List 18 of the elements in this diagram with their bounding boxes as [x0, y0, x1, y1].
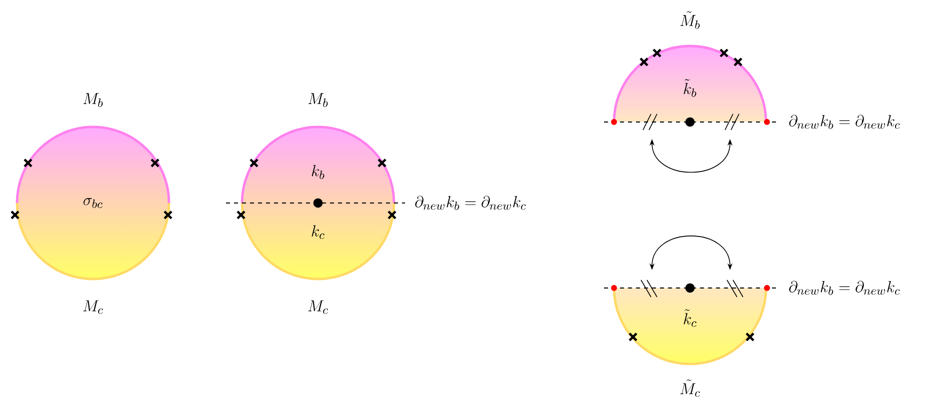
equation-label: $\partial_{new} k_b = \partial_{new} k_c$: [789, 114, 900, 130]
equation-label: $\partial_{new} k_b = \partial_{new} k_c$: [789, 280, 900, 296]
equation-label: $\partial_{new} k_b = \partial_{new} k_c$: [415, 196, 526, 210]
boundary-label: $M_c$: [83, 300, 103, 314]
boundary-label: $\tilde{M}_b$: [680, 11, 700, 29]
disk: [240, 126, 396, 280]
disk-label: $\tilde{k}_c$: [684, 309, 696, 327]
boundary-label: $M_b$: [308, 93, 328, 107]
disk: [612, 288, 768, 366]
disk-label: $k_b$: [312, 165, 324, 180]
boundary-label: $\tilde{M}_c$: [680, 379, 700, 397]
boundary-label: $M_c$: [308, 300, 328, 314]
disk-label: $k_c$: [312, 225, 324, 239]
boundary-label: $M_b$: [83, 93, 103, 107]
disk: [16, 126, 170, 280]
disk-label: $\tilde{k}_b$: [684, 79, 696, 97]
disk-label: $\sigma_{bc}$: [84, 198, 102, 208]
disk: [612, 44, 768, 122]
